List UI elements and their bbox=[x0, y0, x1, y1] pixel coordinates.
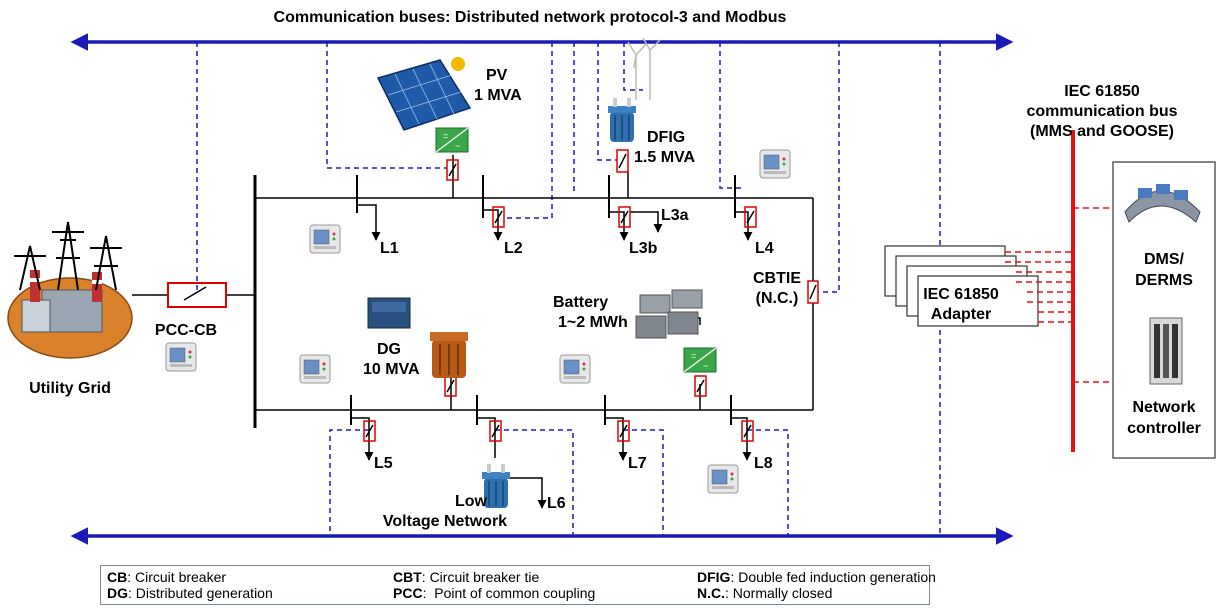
iec-adapter-stack bbox=[884, 245, 1039, 327]
iec-bus-title-2: communication bus bbox=[1026, 103, 1177, 120]
power-grid-lines bbox=[132, 155, 814, 509]
legend-nc: N.C.: Normally closed bbox=[697, 585, 833, 601]
network-controller-label-1: Network bbox=[1132, 399, 1195, 416]
adapter-label-2: Adapter bbox=[931, 306, 991, 323]
network-controller-icon bbox=[1149, 317, 1183, 385]
legend-pcc: PCC: Point of common coupling bbox=[393, 585, 596, 601]
load-l3b: L3b bbox=[629, 240, 658, 257]
battery-label: Battery bbox=[553, 294, 608, 311]
lvn-label-2: Voltage Network bbox=[383, 513, 507, 530]
diagram-title: Communication buses: Distributed network… bbox=[274, 9, 787, 26]
legend-dfig: DFIG: Double fed induction generation bbox=[697, 569, 936, 585]
dg-generator-icon bbox=[367, 297, 468, 378]
cbtie-label: CBTIE bbox=[753, 270, 801, 287]
dnp3-modbus-links bbox=[196, 42, 941, 536]
cbtie-status: (N.C.) bbox=[756, 290, 799, 307]
legend-cbt: CBT: Circuit breaker tie bbox=[393, 569, 540, 585]
utility-grid-icon bbox=[7, 221, 133, 359]
circuit-breakers bbox=[167, 149, 819, 442]
iec-bus-title-1: IEC 61850 bbox=[1064, 83, 1140, 100]
dg-label: DG bbox=[377, 341, 401, 358]
pcc-cb-label: PCC-CB bbox=[155, 322, 217, 339]
pv-panel-icon bbox=[376, 57, 472, 153]
dms-workstation-icon bbox=[1124, 184, 1201, 223]
load-l8: L8 bbox=[754, 455, 773, 472]
abbreviation-legend: CB: Circuit breaker DG: Distributed gene… bbox=[100, 565, 936, 605]
pv-rating: 1 MVA bbox=[474, 87, 522, 104]
adapter-label-1: IEC 61850 bbox=[923, 286, 999, 303]
iec-bus-title-3: (MMS and GOOSE) bbox=[1030, 123, 1174, 140]
load-l5: L5 bbox=[374, 455, 393, 472]
dms-label-1: DMS/ bbox=[1144, 251, 1185, 268]
dfig-wind-icon bbox=[607, 37, 661, 143]
pv-label: PV bbox=[486, 67, 508, 84]
utility-grid-label: Utility Grid bbox=[29, 380, 111, 397]
dg-rating: 10 MVA bbox=[363, 361, 420, 378]
load-l3a: L3a bbox=[661, 207, 689, 224]
load-l2: L2 bbox=[504, 240, 523, 257]
dfig-rating: 1.5 MVA bbox=[634, 149, 696, 166]
load-l4: L4 bbox=[755, 240, 774, 257]
load-l6: L6 bbox=[547, 495, 566, 512]
load-l1: L1 bbox=[380, 240, 399, 257]
battery-icon bbox=[635, 289, 717, 373]
dms-label-2: DERMS bbox=[1135, 272, 1193, 289]
load-l7: L7 bbox=[628, 455, 647, 472]
lvn-label-1: Low bbox=[455, 493, 488, 510]
legend-cb: CB: Circuit breaker bbox=[107, 569, 227, 585]
battery-rating: 1~2 MWh bbox=[558, 314, 628, 331]
iec-links bbox=[1005, 207, 1113, 383]
network-controller-label-2: controller bbox=[1127, 420, 1201, 437]
legend-dg: DG: Distributed generation bbox=[107, 585, 273, 601]
dfig-label: DFIG bbox=[647, 129, 685, 146]
